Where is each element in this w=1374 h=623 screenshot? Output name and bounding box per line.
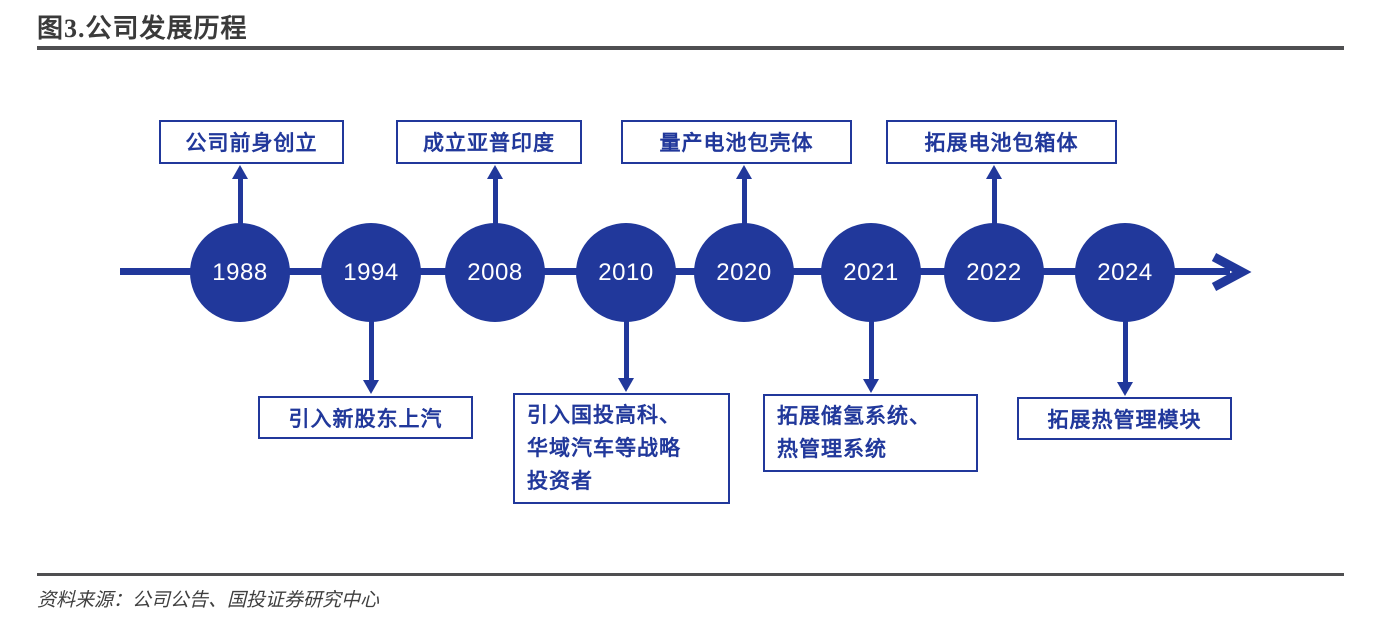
arrow-up-icon — [232, 165, 248, 179]
milestone-circle-2022: 2022 — [944, 223, 1044, 322]
milestone-circle-2010: 2010 — [576, 223, 676, 322]
event-label-line: 引入国投高科、 — [527, 403, 681, 427]
connector-line-1994 — [369, 315, 374, 382]
connector-line-2020 — [742, 176, 747, 225]
event-label-line: 拓展储氢系统、 — [777, 404, 931, 428]
event-box-2022: 拓展电池包箱体 — [886, 120, 1117, 164]
event-label-line: 投资者 — [527, 469, 593, 493]
title-divider — [37, 46, 1344, 50]
event-box-2021: 拓展储氢系统、 热管理系统 — [763, 394, 978, 472]
event-label-line: 热管理系统 — [777, 437, 887, 461]
arrow-down-icon — [618, 378, 634, 392]
event-label: 量产电池包壳体 — [659, 131, 814, 155]
milestone-circle-2021: 2021 — [821, 223, 921, 322]
footer-divider — [37, 573, 1344, 576]
milestone-year: 2021 — [843, 258, 899, 286]
event-box-2024: 拓展热管理模块 — [1017, 397, 1232, 440]
connector-line-2022 — [992, 176, 997, 225]
milestone-year: 1988 — [212, 258, 268, 286]
milestone-circle-2020: 2020 — [694, 223, 794, 322]
milestone-circle-2008: 2008 — [445, 223, 545, 322]
arrow-up-icon — [986, 165, 1002, 179]
milestone-year: 2024 — [1097, 258, 1153, 286]
event-label: 拓展电池包箱体 — [924, 131, 1079, 155]
milestone-circle-2024: 2024 — [1075, 223, 1175, 322]
event-label: 拓展热管理模块 — [1047, 407, 1202, 432]
arrow-up-icon — [487, 165, 503, 179]
event-label-line: 华域汽车等战略 — [527, 436, 681, 460]
arrow-down-icon — [1117, 382, 1133, 396]
milestone-year: 2008 — [467, 258, 523, 286]
connector-line-2010 — [624, 315, 629, 382]
milestone-year: 2010 — [598, 258, 654, 286]
arrow-down-icon — [363, 380, 379, 394]
event-label: 成立亚普印度 — [423, 131, 555, 155]
milestone-circle-1994: 1994 — [321, 223, 421, 322]
arrow-down-icon — [863, 379, 879, 393]
figure-title: 图3.公司发展历程 — [37, 14, 248, 43]
connector-line-2021 — [869, 315, 874, 382]
event-box-2020: 量产电池包壳体 — [621, 120, 852, 164]
milestone-year: 2020 — [716, 258, 772, 286]
event-box-2008: 成立亚普印度 — [396, 120, 582, 164]
connector-line-1988 — [238, 176, 243, 225]
connector-line-2024 — [1123, 315, 1128, 382]
milestone-circle-1988: 1988 — [190, 223, 290, 322]
event-label: 引入新股东上汽 — [288, 406, 443, 431]
event-label: 公司前身创立 — [185, 131, 318, 155]
event-box-2010: 引入国投高科、 华域汽车等战略 投资者 — [513, 393, 730, 504]
event-box-1994: 引入新股东上汽 — [258, 396, 473, 439]
milestone-year: 1994 — [343, 258, 399, 286]
event-box-1988: 公司前身创立 — [159, 120, 344, 164]
connector-line-2008 — [493, 176, 498, 225]
milestone-year: 2022 — [966, 258, 1022, 286]
arrow-up-icon — [736, 165, 752, 179]
timeline-arrowhead-icon — [1211, 253, 1252, 291]
source-note: 资料来源：公司公告、国投证券研究中心 — [37, 590, 380, 611]
